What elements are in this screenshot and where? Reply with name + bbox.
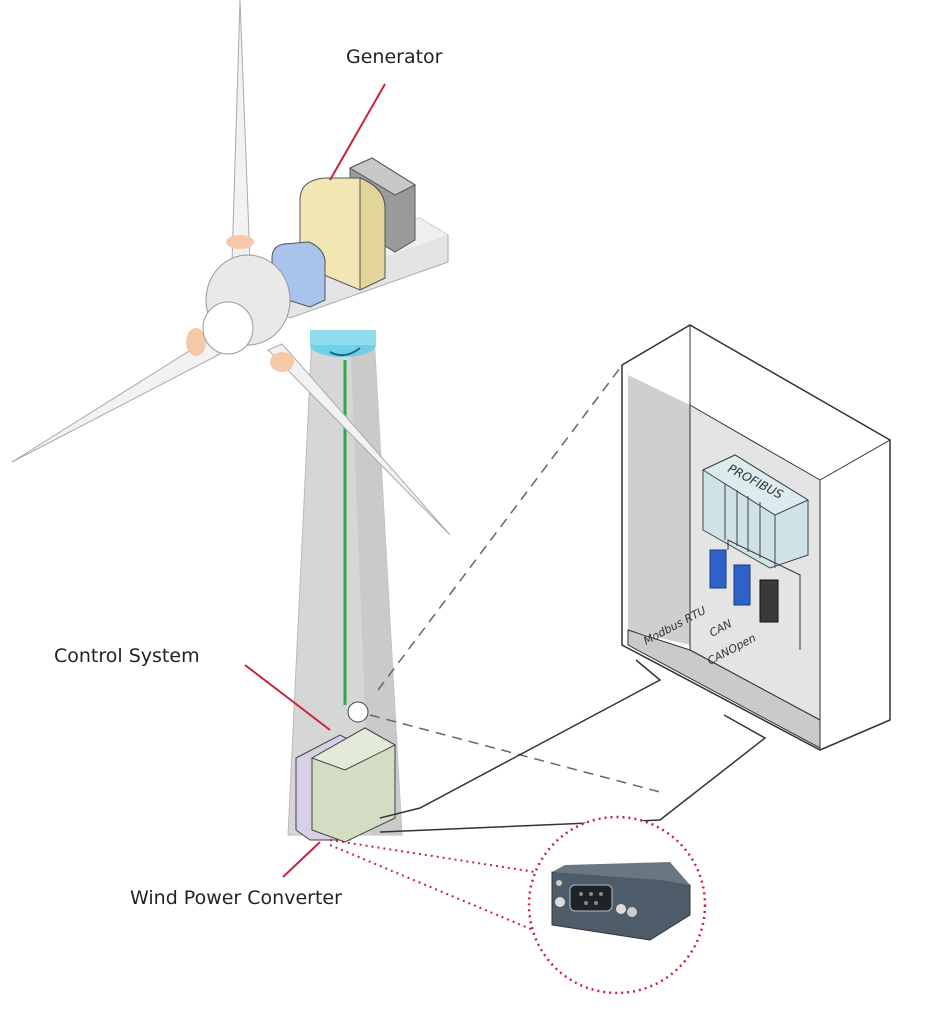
control-cabinet: PROFIBUS Modbus RTU CAN CANOpen (621, 324, 891, 751)
profibus-plc: PROFIBUS (701, 454, 810, 569)
control-system-label: Control System (54, 645, 200, 667)
blade-right (267, 343, 451, 536)
bus-module-1 (709, 549, 727, 589)
converter-label: Wind Power Converter (130, 887, 342, 909)
interface-module (551, 862, 691, 941)
control-system-leader (244, 664, 331, 731)
blade-top (231, 0, 251, 263)
generator-label: Generator (346, 46, 443, 68)
blade-left (11, 337, 221, 463)
sensor (347, 701, 369, 723)
bus-module-2 (733, 564, 751, 606)
generator-leader (329, 83, 386, 181)
bus-module-3 (759, 579, 779, 623)
converter-leader (282, 841, 321, 878)
